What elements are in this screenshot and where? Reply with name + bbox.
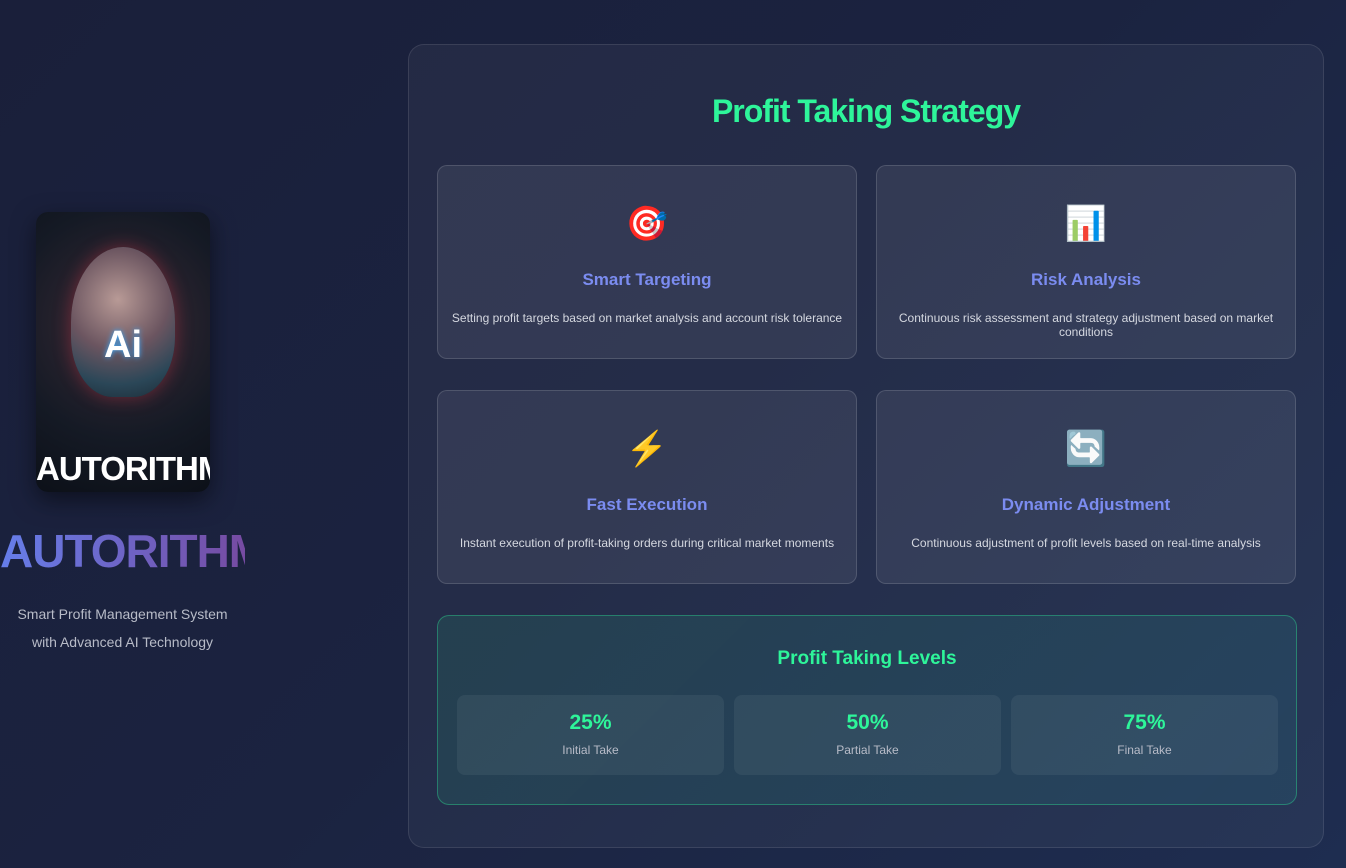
bar-chart-icon: 📊	[1064, 205, 1108, 243]
subtitle-line: with Advanced AI Technology	[31, 634, 214, 650]
level-percent: 75%	[1123, 711, 1166, 734]
feature-title: Risk Analysis	[1031, 270, 1141, 289]
sidebar: Ai AUTORITHM AUTORITHM Smart Profit Mana…	[0, 0, 267, 868]
lightning-icon: ⚡	[625, 430, 669, 468]
feature-card-dynamic-adjustment: 🔄 Dynamic Adjustment Continuous adjustme…	[876, 390, 1296, 584]
level-card: 75% Final Take	[1011, 695, 1278, 775]
level-card: 50% Partial Take	[734, 695, 1001, 775]
feature-title: Fast Execution	[586, 495, 708, 514]
level-percent: 50%	[846, 711, 889, 734]
brand-title: AUTORITHM	[0, 525, 267, 577]
brain-icon	[71, 247, 175, 397]
feature-description: Continuous risk assessment and strategy …	[898, 311, 1274, 339]
feature-card-fast-execution: ⚡ Fast Execution Instant execution of pr…	[437, 390, 857, 584]
strategy-panel: Profit Taking Strategy 🎯 Smart Targeting…	[408, 44, 1324, 848]
feature-title: Smart Targeting	[582, 270, 712, 289]
feature-description: Instant execution of profit-taking order…	[459, 536, 835, 550]
target-icon: 🎯	[625, 205, 669, 243]
levels-title: Profit Taking Levels	[777, 648, 957, 669]
refresh-icon: 🔄	[1064, 430, 1108, 468]
feature-description: Setting profit targets based on market a…	[451, 311, 843, 325]
level-label: Final Take	[1117, 743, 1172, 757]
hero-image: Ai AUTORITHM	[36, 212, 210, 492]
page-title: Profit Taking Strategy	[711, 93, 1021, 129]
feature-title: Dynamic Adjustment	[1001, 495, 1171, 514]
hero-ai-label: Ai	[104, 324, 142, 366]
level-label: Partial Take	[836, 743, 899, 757]
level-card: 25% Initial Take	[457, 695, 724, 775]
hero-name: AUTORITHM	[36, 450, 210, 487]
feature-card-smart-targeting: 🎯 Smart Targeting Setting profit targets…	[437, 165, 857, 359]
brand-subtitle: Smart Profit Management System with Adva…	[0, 600, 245, 656]
feature-card-risk-analysis: 📊 Risk Analysis Continuous risk assessme…	[876, 165, 1296, 359]
feature-description: Continuous adjustment of profit levels b…	[911, 536, 1261, 550]
level-label: Initial Take	[562, 743, 619, 757]
level-percent: 25%	[569, 711, 612, 734]
profit-levels-section: Profit Taking Levels 25% Initial Take 50…	[437, 615, 1297, 805]
subtitle-line: Smart Profit Management System	[17, 606, 228, 622]
